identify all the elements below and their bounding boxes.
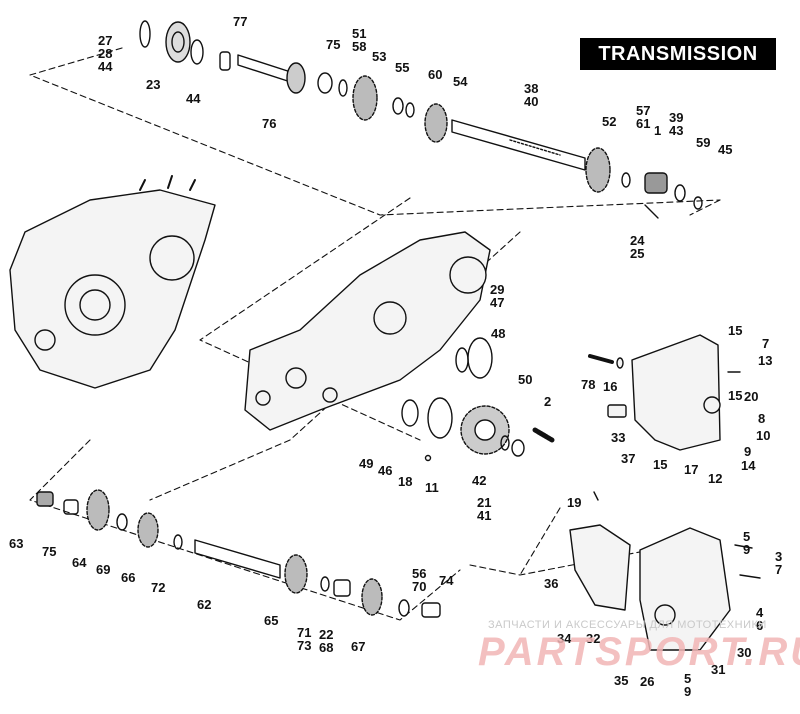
callout-label: 10 [756, 428, 771, 443]
callout-label: 69 [96, 562, 111, 577]
callout-label: 4 6 [756, 605, 764, 633]
callout-label: 62 [197, 597, 212, 612]
callout-label: 20 [744, 389, 759, 404]
callout-label: 54 [453, 74, 468, 89]
callout-label: 26 [640, 674, 655, 689]
middle-parts [401, 337, 555, 462]
callout-label: 13 [758, 353, 773, 368]
callout-label: 77 [233, 14, 248, 29]
callout-label: 55 [395, 60, 410, 75]
callout-label: 53 [372, 49, 387, 64]
callout-label: 57 61 [636, 103, 651, 131]
callout-label: 52 [602, 114, 617, 129]
callout-label: 32 [586, 631, 601, 646]
callout-label: 8 [758, 411, 766, 426]
callout-label: 31 [711, 662, 726, 677]
callout-label: 37 [621, 451, 636, 466]
callout-label: 11 [425, 480, 439, 495]
callout-label: 74 [439, 573, 454, 588]
callout-label: 35 [614, 673, 629, 688]
callout-label: 76 [262, 116, 277, 131]
callout-label: 15 [728, 323, 743, 338]
callout-label: 29 47 [490, 282, 505, 310]
center-crankcase [244, 231, 491, 431]
callout-label: 65 [264, 613, 279, 628]
lower-right-cover [569, 491, 761, 651]
left-crankcase [9, 175, 216, 389]
callout-label: 15 [653, 457, 668, 472]
callout-label: 27 28 44 [98, 33, 113, 74]
right-cover-top [588, 334, 741, 451]
callout-label: 50 [518, 372, 533, 387]
callout-label: 63 [9, 536, 24, 551]
callout-label: 71 73 [297, 625, 312, 653]
callout-label: 17 [684, 462, 699, 477]
callout-label: 42 [472, 473, 487, 488]
callout-label: 59 [696, 135, 711, 150]
callout-label: 38 40 [524, 81, 539, 109]
callout-label: 64 [72, 555, 87, 570]
callout-label: 34 [557, 631, 572, 646]
diagram-title: TRANSMISSION [580, 38, 776, 70]
callout-label: 72 [151, 580, 166, 595]
callout-label: 15 [728, 388, 743, 403]
callout-label: 19 [567, 495, 582, 510]
callout-label: 49 [359, 456, 374, 471]
callout-label: 75 [326, 37, 341, 52]
callout-label: 78 [581, 377, 596, 392]
callout-label: 2 [544, 394, 552, 409]
callout-label: 24 25 [630, 233, 645, 261]
callout-label: 33 [611, 430, 626, 445]
callout-label: 44 [186, 91, 201, 106]
callout-label: 14 [741, 458, 756, 473]
callout-label: 12 [708, 471, 723, 486]
watermark-caption: ЗАПЧАСТИ И АКСЕССУАРЫ ДЛЯ МОТОТЕХНИКИ [488, 619, 767, 631]
callout-label: 21 41 [477, 495, 492, 523]
callout-label: 67 [351, 639, 366, 654]
callout-label: 5 9 [743, 529, 751, 557]
callout-label: 16 [603, 379, 618, 394]
watermark-logo: PARTSPORT.RU [478, 630, 800, 674]
callout-label: 48 [491, 326, 506, 341]
callout-label: 60 [428, 67, 443, 82]
callout-label: 39 43 [669, 110, 684, 138]
callout-label: 3 7 [775, 549, 783, 577]
callout-label: 66 [121, 570, 136, 585]
callout-label: 5 9 [684, 671, 692, 699]
callout-label: 30 [737, 645, 752, 660]
callout-label: 56 70 [412, 566, 427, 594]
callout-label: 23 [146, 77, 161, 92]
callout-label: 1 [654, 123, 662, 138]
callout-label: 51 58 [352, 26, 367, 54]
callout-label: 45 [718, 142, 733, 157]
callout-label: 22 68 [319, 627, 334, 655]
lower-shaft-parts [36, 489, 441, 618]
callout-label: 75 [42, 544, 57, 559]
callout-label: 46 [378, 463, 393, 478]
upper-shaft-parts [139, 20, 703, 219]
callout-label: 18 [398, 474, 413, 489]
callout-label: 36 [544, 576, 559, 591]
callout-label: 9 [744, 444, 752, 459]
callout-label: 7 [762, 336, 770, 351]
